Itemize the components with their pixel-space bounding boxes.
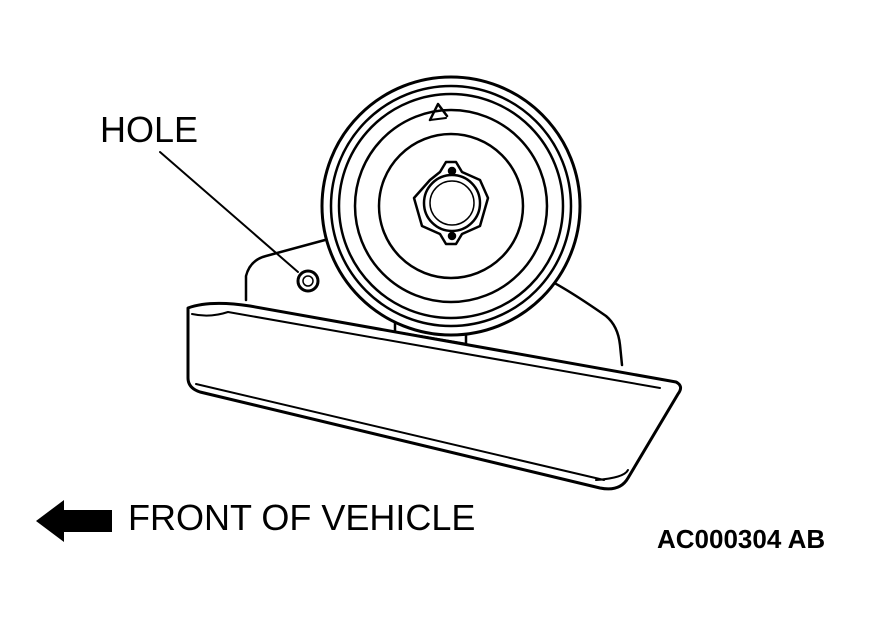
engine-base [186,301,683,491]
hole-leader-line [159,151,299,273]
tensioner-pulley [320,75,582,337]
pulley-arrow-mark [428,102,449,122]
pulley-hub [412,160,490,246]
left-arrow-icon [36,500,112,542]
figure-code: AC000304 AB [657,524,826,554]
bracket-hole [296,269,320,293]
hole-label: HOLE [100,109,199,150]
front-of-vehicle-label: FRONT OF VEHICLE [128,497,476,538]
